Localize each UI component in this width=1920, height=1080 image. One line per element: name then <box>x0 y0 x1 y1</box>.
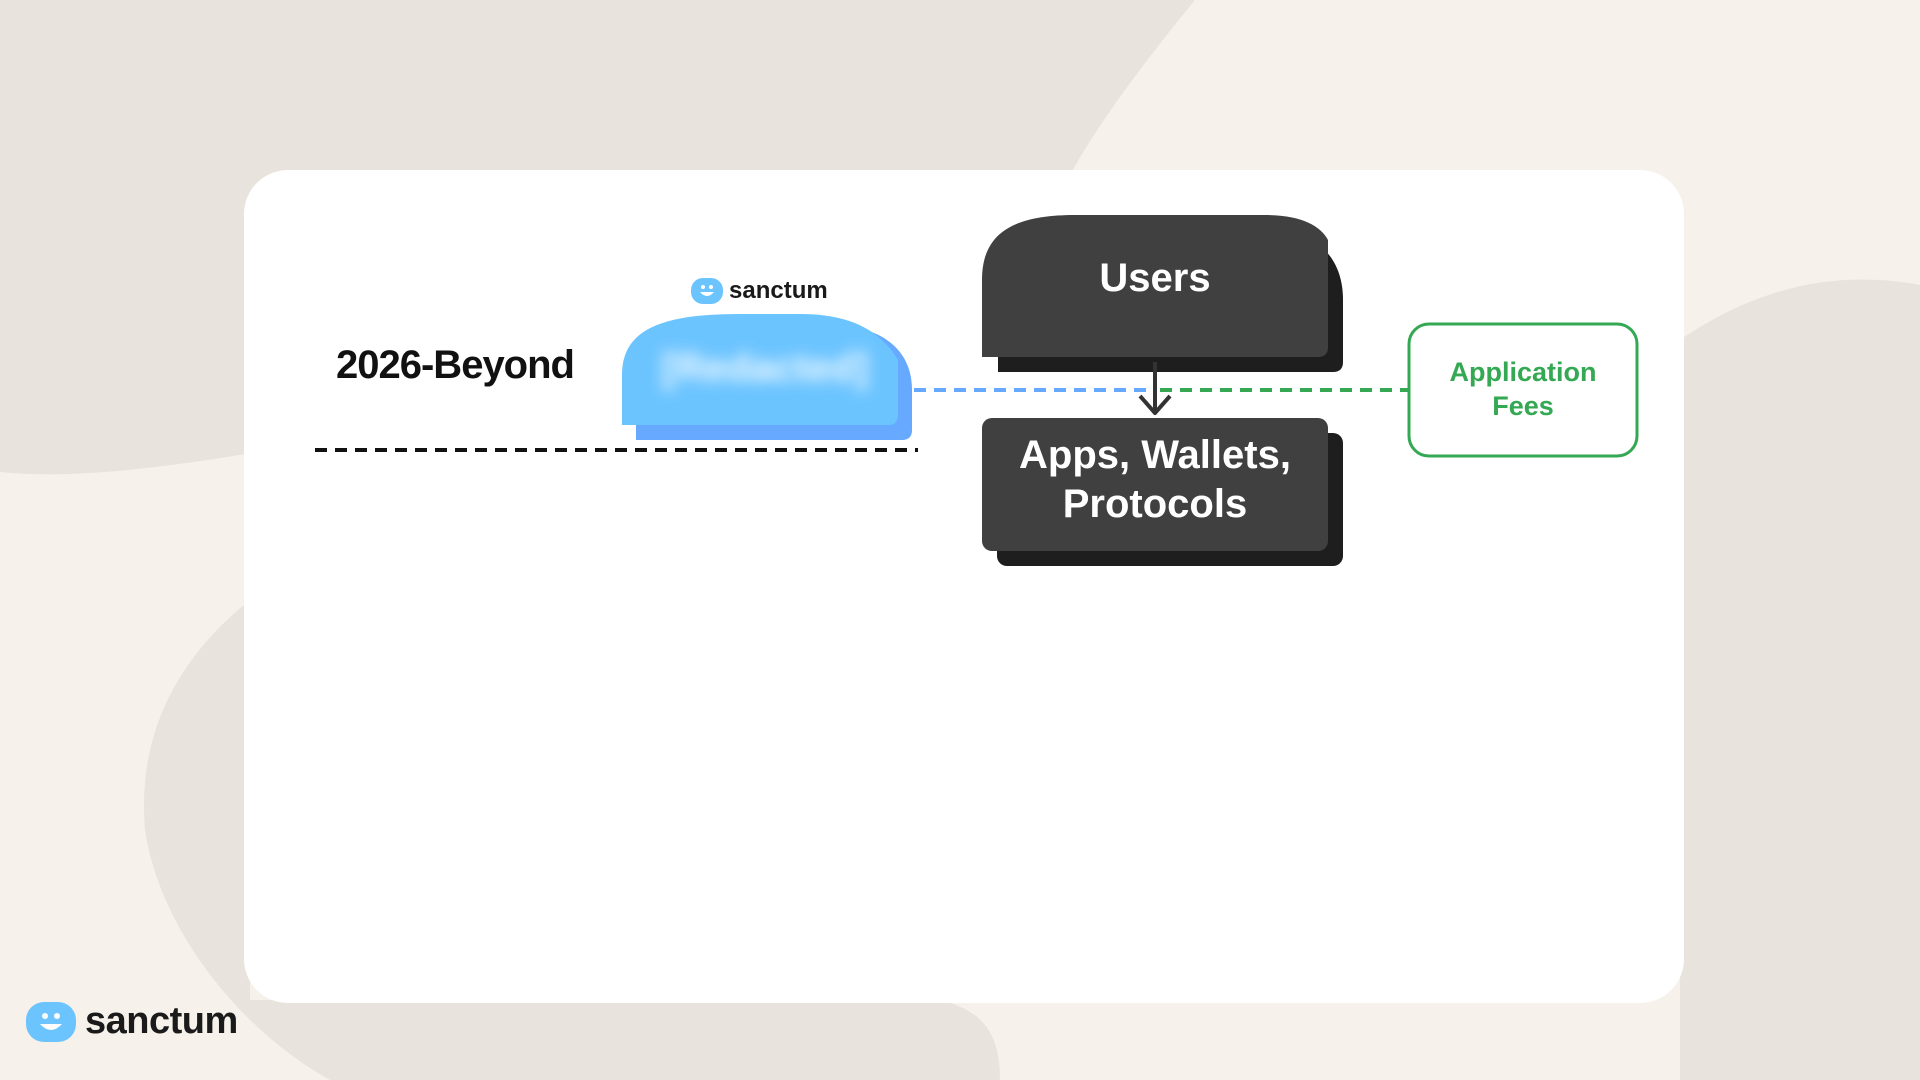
background-shape-right <box>1680 279 1920 1080</box>
redacted-node-label: [Redacted] <box>661 346 869 390</box>
users-node <box>982 215 1328 357</box>
apps-node-label: Apps, Wallets, Protocols <box>982 431 1328 529</box>
sanctum-logo-small: sanctum <box>690 277 828 305</box>
users-to-apps-arrow-head <box>1138 394 1172 415</box>
users-node-label: Users <box>1099 256 1211 300</box>
fees-node <box>1407 322 1639 458</box>
sanctum-face-icon <box>691 278 723 304</box>
background-shape-top <box>0 0 1195 175</box>
fees-node-label-line1: Application <box>1449 357 1597 387</box>
diagram-card <box>244 170 1684 1003</box>
background-shape-left <box>0 0 270 475</box>
apps-node-label-line2: Protocols <box>1062 482 1248 526</box>
sanctum-face-icon <box>26 1001 76 1042</box>
era-label: 2026-Beyond <box>336 343 575 387</box>
redacted-node <box>622 314 898 425</box>
fees-node-label-line2: Fees <box>1492 391 1554 421</box>
apps-node <box>982 418 1328 551</box>
fees-node-label: Application Fees <box>1408 355 1638 423</box>
sanctum-logo-text: sanctum <box>729 277 828 304</box>
sanctum-logo-text: sanctum <box>85 1000 238 1042</box>
background-shape-left-lower <box>143 600 1000 1080</box>
apps-node-label-line1: Apps, Wallets, <box>1019 433 1291 477</box>
sanctum-logo: sanctum <box>25 1000 238 1043</box>
